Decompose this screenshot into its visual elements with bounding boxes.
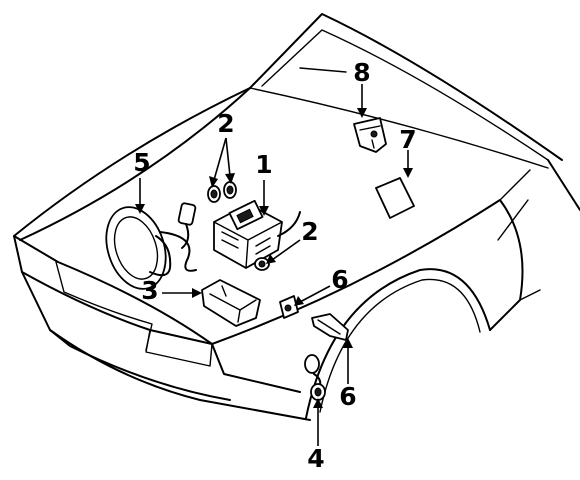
callout-2-upper: 2 bbox=[217, 109, 234, 138]
callout-3: 3 bbox=[141, 276, 158, 305]
callout-5: 5 bbox=[133, 148, 150, 177]
windshield-frame bbox=[249, 13, 563, 161]
callout-2-lower: 2 bbox=[301, 217, 318, 246]
abs-modulator bbox=[213, 199, 301, 269]
relay-bracket bbox=[353, 117, 387, 153]
bumper-lower bbox=[49, 329, 231, 401]
a-pillar bbox=[547, 159, 580, 211]
fender-top bbox=[489, 199, 524, 331]
fender-outline bbox=[211, 343, 301, 393]
callout-6-lower: 6 bbox=[339, 382, 356, 411]
callout-7: 7 bbox=[399, 125, 416, 154]
fitting-lower bbox=[254, 257, 270, 271]
fittings-upper bbox=[207, 181, 237, 203]
windshield-inner bbox=[261, 29, 549, 161]
vehicle-outline bbox=[13, 13, 580, 421]
wheel-arch bbox=[305, 268, 491, 419]
front-fascia bbox=[13, 235, 213, 345]
wiper-line bbox=[299, 67, 347, 73]
hood-rear-edge bbox=[19, 87, 251, 241]
grille-line bbox=[55, 261, 153, 351]
clip-upper bbox=[279, 295, 299, 319]
brake-booster bbox=[105, 202, 197, 290]
control-module bbox=[375, 177, 415, 219]
wheel-arch-inner bbox=[319, 278, 481, 413]
headlamp bbox=[145, 329, 213, 367]
wheel-speed-sensor bbox=[304, 354, 326, 401]
leaders bbox=[135, 84, 413, 446]
callout-6-upper: 6 bbox=[331, 265, 348, 294]
mounting-bracket bbox=[201, 279, 261, 327]
callout-labels: 1 2 2 3 4 5 6 6 7 8 bbox=[133, 58, 416, 473]
harness-bracket bbox=[311, 313, 349, 341]
hood-outline bbox=[13, 87, 501, 345]
cowl-line bbox=[249, 87, 549, 169]
callout-1: 1 bbox=[255, 150, 272, 179]
door-line bbox=[497, 169, 541, 301]
callout-8: 8 bbox=[353, 58, 370, 87]
callout-4: 4 bbox=[307, 444, 324, 473]
